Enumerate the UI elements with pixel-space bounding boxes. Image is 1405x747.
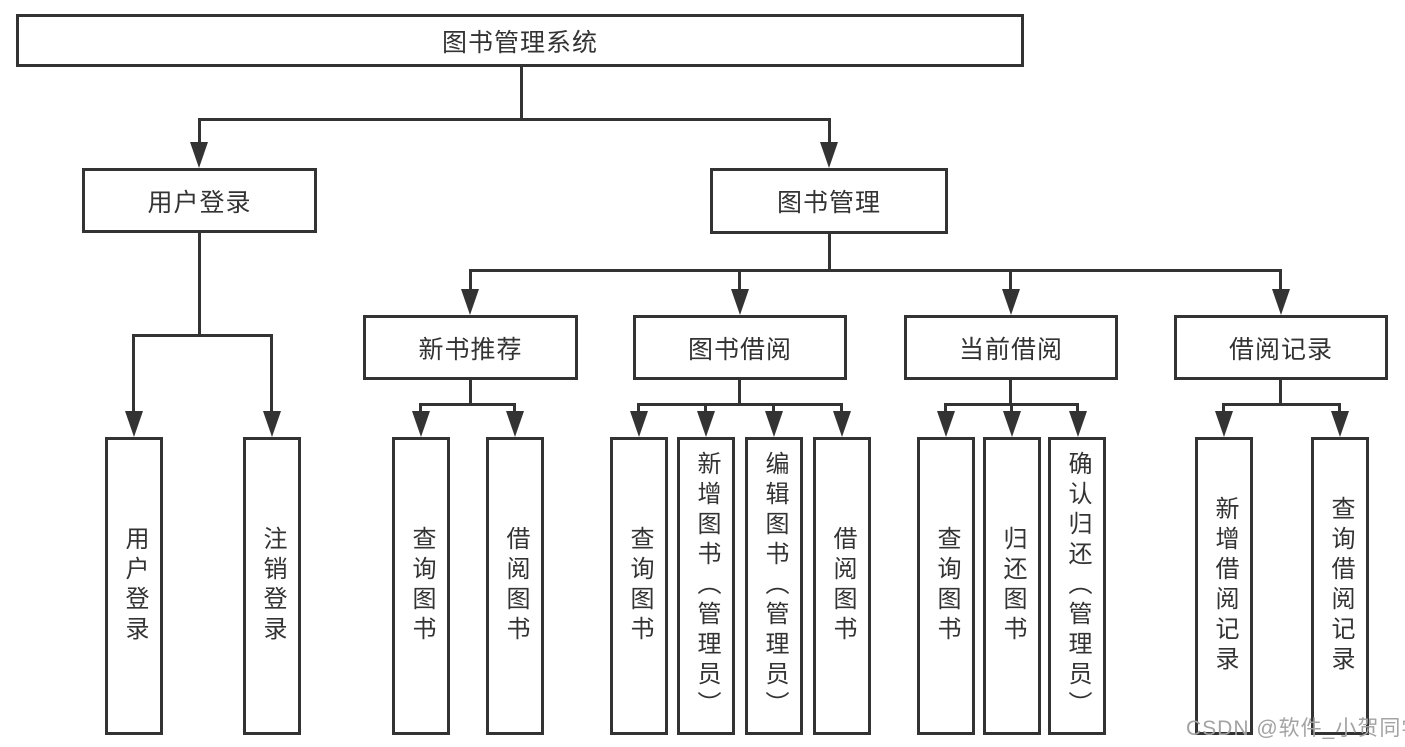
leaf-add-books-admin-label: 新增图书（管理员） (693, 451, 720, 721)
leaf-borrow-books-recommend-label: 借阅图书 (502, 526, 529, 646)
node-borrowing-records: 借阅记录 (1174, 315, 1388, 380)
leaf-edit-books-admin-label: 编辑图书（管理员） (761, 451, 788, 721)
leaf-confirm-return-admin: 确认归还（管理员） (1048, 437, 1106, 735)
connector-line (198, 118, 201, 146)
node-book-borrowing: 图书借阅 (633, 315, 847, 380)
connector-line (419, 403, 516, 406)
connector-line (828, 118, 831, 146)
arrow-down-icon (1331, 411, 1349, 437)
node-book-borrowing-label: 图书借阅 (687, 335, 792, 364)
arrow-down-icon (731, 289, 749, 315)
connector-line (1279, 380, 1282, 406)
leaf-query-books-current-label: 查询图书 (933, 526, 960, 646)
arrow-down-icon (1002, 289, 1020, 315)
connector-line (132, 334, 135, 414)
leaf-query-books-borrowing: 查询图书 (610, 437, 668, 735)
node-new-book-recommend-label: 新书推荐 (418, 335, 523, 364)
arrow-down-icon (630, 411, 648, 437)
connector-line (198, 118, 831, 121)
arrow-down-icon (1215, 411, 1233, 437)
leaf-query-books-borrowing-label: 查询图书 (626, 526, 653, 646)
connector-line (132, 334, 273, 337)
connector-line (738, 380, 741, 406)
leaf-return-books: 归还图书 (983, 437, 1041, 735)
arrow-down-icon (190, 142, 208, 168)
leaf-confirm-return-admin-label: 确认归还（管理员） (1064, 451, 1091, 721)
connector-line (1279, 269, 1282, 293)
leaf-add-borrow-record: 新增借阅记录 (1195, 437, 1253, 735)
arrow-down-icon (412, 411, 430, 437)
leaf-query-borrow-record: 查询借阅记录 (1311, 437, 1369, 735)
leaf-user-login-label: 用户登录 (121, 526, 148, 646)
connector-line (469, 269, 472, 293)
connector-line (1009, 269, 1012, 293)
arrow-down-icon (1069, 411, 1087, 437)
arrow-down-icon (697, 411, 715, 437)
arrow-down-icon (833, 411, 851, 437)
leaf-borrow-books: 借阅图书 (813, 437, 871, 735)
leaf-edit-books-admin: 编辑图书（管理员） (745, 437, 803, 735)
leaf-add-books-admin: 新增图书（管理员） (677, 437, 735, 735)
connector-line (520, 67, 523, 120)
arrow-down-icon (820, 142, 838, 168)
leaf-user-login: 用户登录 (105, 437, 163, 735)
connector-line (637, 403, 843, 406)
arrow-down-icon (461, 289, 479, 315)
leaf-borrow-books-recommend: 借阅图书 (486, 437, 544, 735)
node-new-book-recommend: 新书推荐 (363, 315, 578, 380)
node-user-login-label: 用户登录 (147, 188, 252, 217)
leaf-add-borrow-record-label: 新增借阅记录 (1211, 496, 1238, 676)
connector-line (1222, 403, 1341, 406)
leaf-query-books-recommend: 查询图书 (392, 437, 450, 735)
node-current-borrowing-label: 当前借阅 (958, 335, 1063, 364)
connector-line (828, 234, 831, 271)
connector-line (469, 380, 472, 406)
arrow-down-icon (937, 411, 955, 437)
arrow-down-icon (506, 411, 524, 437)
node-borrowing-records-label: 借阅记录 (1228, 335, 1333, 364)
node-book-management: 图书管理 (710, 168, 948, 234)
leaf-return-books-label: 归还图书 (999, 526, 1026, 646)
leaf-query-books-recommend-label: 查询图书 (408, 526, 435, 646)
connector-line (198, 233, 201, 336)
arrow-down-icon (263, 411, 281, 437)
node-book-management-label: 图书管理 (776, 189, 881, 217)
node-user-login: 用户登录 (82, 168, 317, 233)
leaf-query-books-current: 查询图书 (917, 437, 975, 735)
connector-line (270, 334, 273, 414)
connector-line (469, 269, 1282, 272)
leaf-borrow-books-label: 借阅图书 (829, 526, 856, 646)
node-current-borrowing: 当前借阅 (904, 315, 1118, 380)
leaf-query-borrow-record-label: 查询借阅记录 (1327, 496, 1354, 676)
arrow-down-icon (1272, 289, 1290, 315)
connector-line (1009, 380, 1012, 406)
connector-line (738, 269, 741, 293)
arrow-down-icon (765, 411, 783, 437)
node-root: 图书管理系统 (16, 14, 1024, 67)
arrow-down-icon (1003, 411, 1021, 437)
leaf-logout-label: 注销登录 (259, 526, 286, 646)
leaf-logout: 注销登录 (243, 437, 301, 735)
node-root-label: 图书管理系统 (441, 28, 598, 57)
arrow-down-icon (125, 411, 143, 437)
watermark: CSDN @软件_小贺同学 (1186, 717, 1405, 740)
